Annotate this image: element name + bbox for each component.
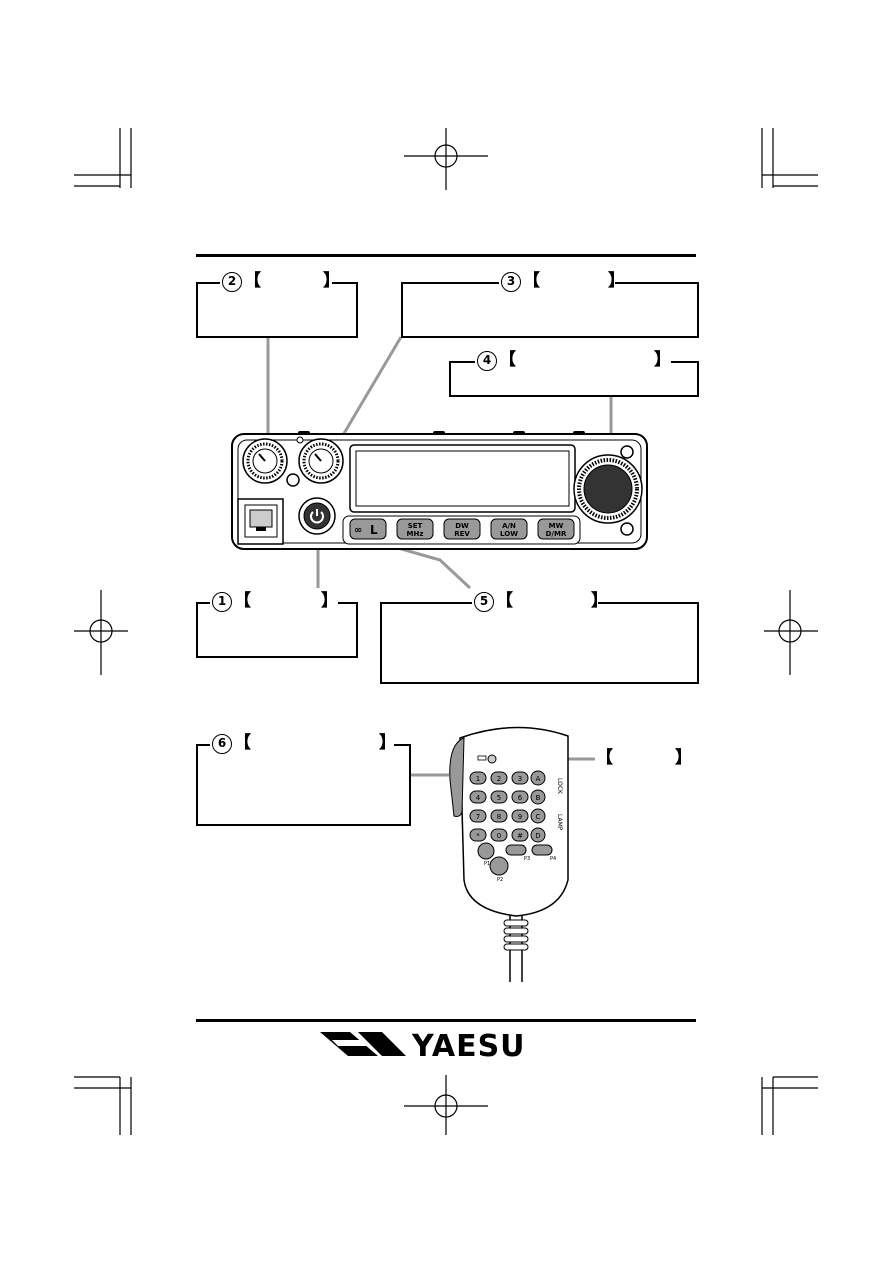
- radio-key-label: L: [370, 523, 378, 537]
- mic-key-label: B: [536, 794, 541, 802]
- mic-key[interactable]: 0: [490, 828, 508, 842]
- callout-microphone: 6【】: [196, 733, 411, 826]
- panel-screw: [620, 522, 634, 536]
- mic-key[interactable]: *: [469, 828, 487, 842]
- mic-side-label-lock: LOCK: [556, 778, 563, 795]
- callout-number: 4: [477, 350, 497, 371]
- callout-number: 1: [212, 591, 232, 612]
- mic-key[interactable]: 1: [469, 771, 487, 785]
- mic-key-label: 4: [476, 794, 481, 802]
- yaesu-logo: YAESU: [320, 1030, 526, 1058]
- mic-key[interactable]: 3: [511, 771, 529, 785]
- mic-led: [487, 754, 497, 764]
- mic-pf-key-3[interactable]: P3: [505, 844, 530, 862]
- mic-key-label: 2: [497, 775, 501, 783]
- logo-text: YAESU: [411, 1030, 526, 1058]
- mic-jack: [237, 498, 284, 545]
- mic-key[interactable]: #: [511, 828, 529, 842]
- mic-key-label: 3: [518, 775, 522, 783]
- volume-knob[interactable]: [242, 438, 288, 484]
- top-rule: [196, 254, 696, 257]
- mic-key[interactable]: 8: [490, 809, 508, 823]
- mic-key[interactable]: A: [530, 770, 546, 786]
- mic-key-label: 1: [476, 775, 480, 783]
- mic-key-label: 5: [497, 794, 501, 802]
- radio-key-label: REV: [454, 530, 470, 538]
- radio-key-5[interactable]: MWD/MR: [537, 518, 575, 540]
- mic-key-label: 9: [518, 813, 522, 821]
- radio-key-label: MW: [549, 522, 564, 530]
- mic-key[interactable]: 7: [469, 809, 487, 823]
- callout-power: 1【】: [196, 591, 358, 658]
- mic-key-label: 8: [497, 813, 501, 821]
- mic-key[interactable]: 2: [490, 771, 508, 785]
- callout-keys: 5【】: [380, 591, 699, 684]
- mic-key-label: A: [536, 775, 541, 783]
- callout-number: 2: [222, 271, 242, 292]
- mic-key[interactable]: 9: [511, 809, 529, 823]
- ptt-button[interactable]: [449, 737, 465, 817]
- mic-side-label-lamp: LAMP: [556, 814, 563, 831]
- mic-key-label: D: [535, 832, 540, 840]
- mic-key[interactable]: 6: [511, 790, 529, 804]
- key-icon: ∞: [354, 525, 362, 536]
- radio-key-label: D/MR: [546, 530, 567, 538]
- mic-key[interactable]: 5: [490, 790, 508, 804]
- mic-key[interactable]: B: [530, 789, 546, 805]
- mic-pf-key-1[interactable]: P1: [477, 842, 495, 867]
- mic-grille: [477, 755, 487, 761]
- mic-key-label: 6: [518, 794, 523, 802]
- mic-key-label: 0: [497, 832, 501, 840]
- radio-key-1[interactable]: L∞: [349, 518, 387, 540]
- callout-dial: 4【】: [449, 350, 699, 397]
- radio-key-label: MHz: [407, 530, 424, 538]
- mic-key-label: 7: [476, 813, 480, 821]
- callout-mic-led: 【】: [596, 748, 692, 768]
- mic-key[interactable]: D: [530, 827, 546, 843]
- radio-key-label: DW: [455, 522, 469, 530]
- callout-number: 6: [212, 733, 232, 754]
- mic-key[interactable]: 4: [469, 790, 487, 804]
- mic-key[interactable]: C: [530, 808, 546, 824]
- callout-number: 5: [474, 591, 494, 612]
- panel-screw: [620, 445, 634, 459]
- radio-key-label: LOW: [500, 530, 518, 538]
- indicator-led: [296, 436, 304, 444]
- radio-key-label: A/N: [502, 522, 516, 530]
- main-dial[interactable]: [573, 454, 643, 524]
- power-button[interactable]: [298, 497, 336, 535]
- mic-pf-key-2[interactable]: P2: [489, 856, 509, 883]
- panel-screw: [286, 473, 300, 487]
- mic-pf-label: P4: [550, 856, 556, 862]
- mic-pf-key-4[interactable]: P4: [531, 844, 556, 862]
- mic-pf-label: P2: [497, 877, 503, 883]
- mic-key-label: C: [536, 813, 541, 821]
- callout-volume: 2【】: [196, 271, 358, 338]
- callout-squelch: 3【】: [401, 271, 699, 338]
- radio-key-label: SET: [408, 522, 423, 530]
- bottom-rule: [196, 1019, 696, 1022]
- mic-pf-label: P3: [524, 856, 530, 862]
- mic-key-label: #: [517, 832, 523, 840]
- mic-key-label: *: [476, 832, 480, 840]
- squelch-knob[interactable]: [298, 438, 344, 484]
- mic-pf-label: P1: [484, 861, 490, 867]
- callout-number: 3: [501, 271, 521, 292]
